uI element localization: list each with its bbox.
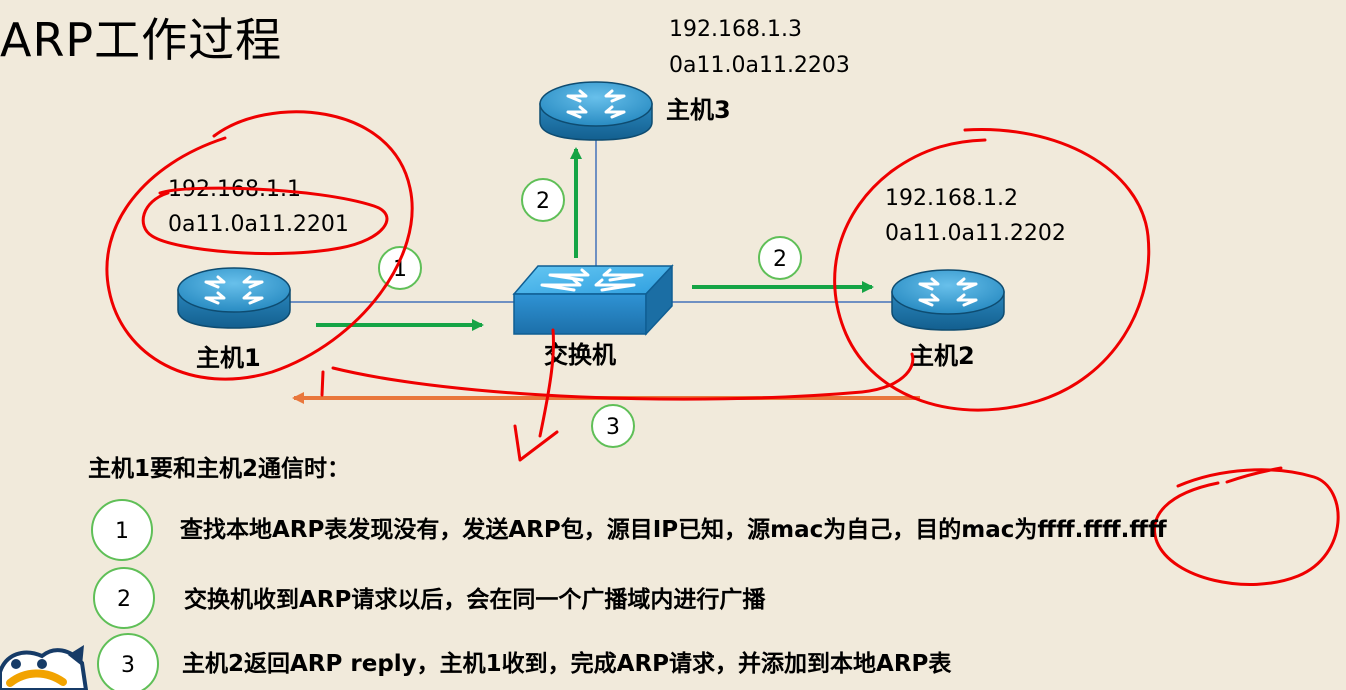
step-list-2-number: 2 <box>117 587 131 612</box>
host3-router-icon <box>539 81 653 141</box>
step-list-3-circle <box>97 633 159 690</box>
red-broadcast-arrow-shaft <box>538 328 555 438</box>
host3-mac: 0a11.0a11.2203 <box>669 53 850 78</box>
ffff-red-overline-annotation <box>1225 466 1283 484</box>
mascot-corner-illustration <box>0 645 89 690</box>
host3-name: 主机3 <box>666 96 731 124</box>
diagram-step-3-circle <box>591 404 635 448</box>
host2-red-circle-annotation <box>833 127 1151 412</box>
host2-ip: 192.168.1.2 <box>885 186 1018 211</box>
ffff-red-circle-annotation <box>1153 468 1340 586</box>
diagram-step-2-top-label: 2 <box>536 189 550 214</box>
step-list-1-circle <box>91 499 153 561</box>
step-list-2-text: 交换机收到ARP请求以后，会在同一个广播域内进行广播 <box>184 586 766 613</box>
host1-mac: 0a11.0a11.2201 <box>168 212 349 237</box>
step-list-2-circle <box>93 567 155 629</box>
diagram-step-2-right-circle <box>758 236 802 280</box>
host2-name: 主机2 <box>910 342 975 370</box>
step-list-1-number: 1 <box>115 519 129 544</box>
host3-ip: 192.168.1.3 <box>669 17 802 42</box>
host1-name: 主机1 <box>196 344 261 372</box>
host2-router-icon <box>891 269 1005 331</box>
diagram-step-3-label: 3 <box>606 415 620 440</box>
host2-mac: 0a11.0a11.2202 <box>885 221 1066 246</box>
description-heading: 主机1要和主机2通信时： <box>88 455 350 482</box>
step-list-3-text: 主机2返回ARP reply，主机1收到，完成ARP请求，并添加到本地ARP表 <box>182 650 952 677</box>
diagram-step-2-right-label: 2 <box>773 247 787 272</box>
host1-mac-red-ellipse-annotation <box>141 186 389 256</box>
step-list-3-number: 3 <box>121 653 135 678</box>
red-reply-curve-annotation <box>331 352 915 401</box>
red-broadcast-arrow-head <box>513 424 559 462</box>
host1-red-circle-annotation <box>105 110 414 381</box>
diagram-step-2-top-circle <box>521 178 565 222</box>
switch-icon <box>512 264 674 336</box>
switch-name: 交换机 <box>544 341 616 369</box>
page-title: ARP工作过程 <box>0 13 282 67</box>
host1-router-icon <box>177 267 291 329</box>
red-reply-tick-annotation <box>320 370 325 397</box>
diagram-step-1-label: 1 <box>393 257 407 282</box>
step-list-1-text: 查找本地ARP表发现没有，发送ARP包，源目IP已知，源mac为自己，目的mac… <box>180 516 1167 543</box>
